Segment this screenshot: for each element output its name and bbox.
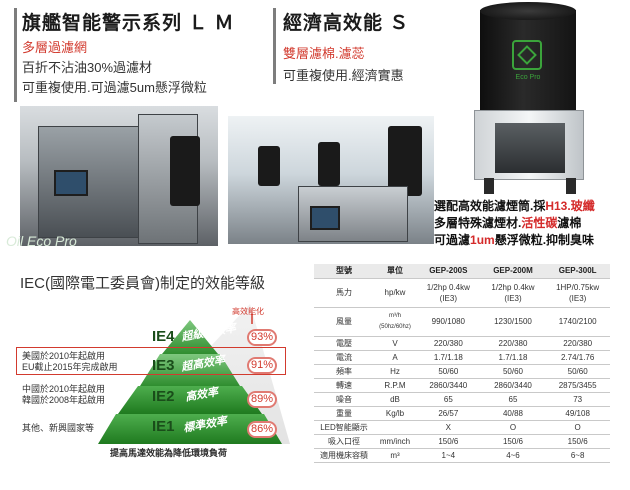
lathe-control-screen xyxy=(310,206,340,230)
filter-unit xyxy=(388,126,422,196)
ie3-highlight-box xyxy=(16,347,286,375)
tier-code-ie1: IE1 xyxy=(152,418,175,435)
table-row: 風量 m³/h(50hz/60hz) 990/1080 1230/1500 17… xyxy=(314,307,610,337)
s-series-subtitle: 雙層濾棉.濾蕊 xyxy=(283,46,365,61)
table-row: 電壓 V 220/380 220/380 220/380 xyxy=(314,336,610,351)
base-leg xyxy=(566,178,576,194)
base-leg xyxy=(484,178,494,194)
tier-pct-ie1: 86% xyxy=(247,421,277,438)
table-row: 噪音 dB 65 65 73 xyxy=(314,392,610,407)
header-gep300l: GEP-300L xyxy=(545,264,610,279)
filter-unit xyxy=(170,136,200,206)
lm-accent-bar xyxy=(14,8,17,102)
factory-floor-photo xyxy=(228,116,434,244)
table-row: 轉速 R.P.M 2860/3440 2860/3440 2875/3455 xyxy=(314,378,610,393)
table-row: 頻率 Hz 50/60 50/60 50/60 xyxy=(314,364,610,379)
filter-unit xyxy=(258,146,280,186)
table-row: LED智能顯示 X O O xyxy=(314,420,610,435)
cnc-machine-photo xyxy=(20,106,218,246)
pyramid-tier-ie4 xyxy=(162,320,218,354)
pyramid-tier-ie1 xyxy=(98,414,282,444)
ie1-note: 其他、新興國家等 xyxy=(22,423,95,433)
lm-feature-2: 可重複使用.可過濾5um懸浮微粒 xyxy=(22,80,207,95)
filter-base-opening xyxy=(495,123,565,173)
header-gep200m: GEP-200M xyxy=(480,264,546,279)
iec-heading: IEC(國際電工委員會)制定的效能等級 xyxy=(20,275,265,292)
caption-line-1: 選配高效能濾煙筒.採H13.玻纖 xyxy=(434,199,595,213)
s-accent-bar xyxy=(273,8,276,84)
filter-cylinder-top xyxy=(480,2,576,20)
watermark-text: Oil Eco Pro xyxy=(6,233,77,249)
header-unit: 單位 xyxy=(374,264,416,279)
lm-series-title: 旗艦智能警示系列 Ｌ Ｍ xyxy=(22,13,235,34)
tier-pct-ie2: 89% xyxy=(247,391,277,408)
product-brand-label: Eco Pro xyxy=(515,74,541,81)
caption-line-3: 可過濾1um懸浮微粒.抑制臭味 xyxy=(434,233,595,247)
pyramid-top-label: 高效能化 xyxy=(232,307,264,316)
pyramid-tier-ie2 xyxy=(118,386,262,414)
tier-pct-ie4: 93% xyxy=(247,329,277,346)
tier-pct-ie3: 91% xyxy=(247,357,277,374)
spec-table-header: 型號 單位 GEP-200S GEP-200M GEP-300L xyxy=(314,264,610,279)
lm-series-subtitle: 多層過濾網 xyxy=(22,40,88,55)
lm-feature-1: 百折不沾油30%過濾材 xyxy=(22,60,153,75)
product-render: Eco Pro xyxy=(470,2,588,196)
table-row: 重量 Kg/lb 26/57 40/88 49/108 xyxy=(314,406,610,421)
ie3-note-1: 美國於2010年起啟用 xyxy=(22,351,106,361)
table-row: 電流 A 1.7/1.18 1.7/1.18 2.74/1.76 xyxy=(314,350,610,365)
header-gep200s: GEP-200S xyxy=(416,264,481,279)
filter-unit xyxy=(318,142,340,186)
table-row: 適用機床容積 m³ 1~4 4~6 6~8 xyxy=(314,448,610,463)
filter-cylinder xyxy=(480,10,576,120)
s-series-title: 經濟高效能 Ｓ xyxy=(283,13,410,34)
cnc-control-screen xyxy=(54,170,88,196)
tier-code-ie4: IE4 xyxy=(152,328,175,345)
tier-code-ie3: IE3 xyxy=(152,357,175,374)
filter-base-housing xyxy=(474,110,584,180)
header-model: 型號 xyxy=(314,264,374,279)
table-row: 吸入口徑 mm/inch 150/6 150/6 150/6 xyxy=(314,434,610,449)
ie2-note-2: 韓國於2008年起啟用 xyxy=(22,395,106,405)
table-row: 馬力 hp/kw 1/2hp 0.4kw(IE3) 1/2hp 0.4kw(IE… xyxy=(314,278,610,308)
tier-code-ie2: IE2 xyxy=(152,388,175,405)
caption-line-2: 多層特殊濾煙材.活性碳濾棉 xyxy=(434,216,582,230)
ie2-note-1: 中國於2010年起啟用 xyxy=(22,384,106,394)
ie3-note-2: EU截止2015年完成啟用 xyxy=(22,362,118,372)
spec-table: 型號 單位 GEP-200S GEP-200M GEP-300L 馬力 hp/k… xyxy=(314,264,610,463)
s-feature-1: 可重複使用.經濟實惠 xyxy=(283,68,404,83)
pyramid-tier-ie3 xyxy=(140,354,240,386)
pyramid-footer: 提高馬達效能為降低環境負荷 xyxy=(110,448,228,458)
brand-logo-icon xyxy=(512,40,542,70)
